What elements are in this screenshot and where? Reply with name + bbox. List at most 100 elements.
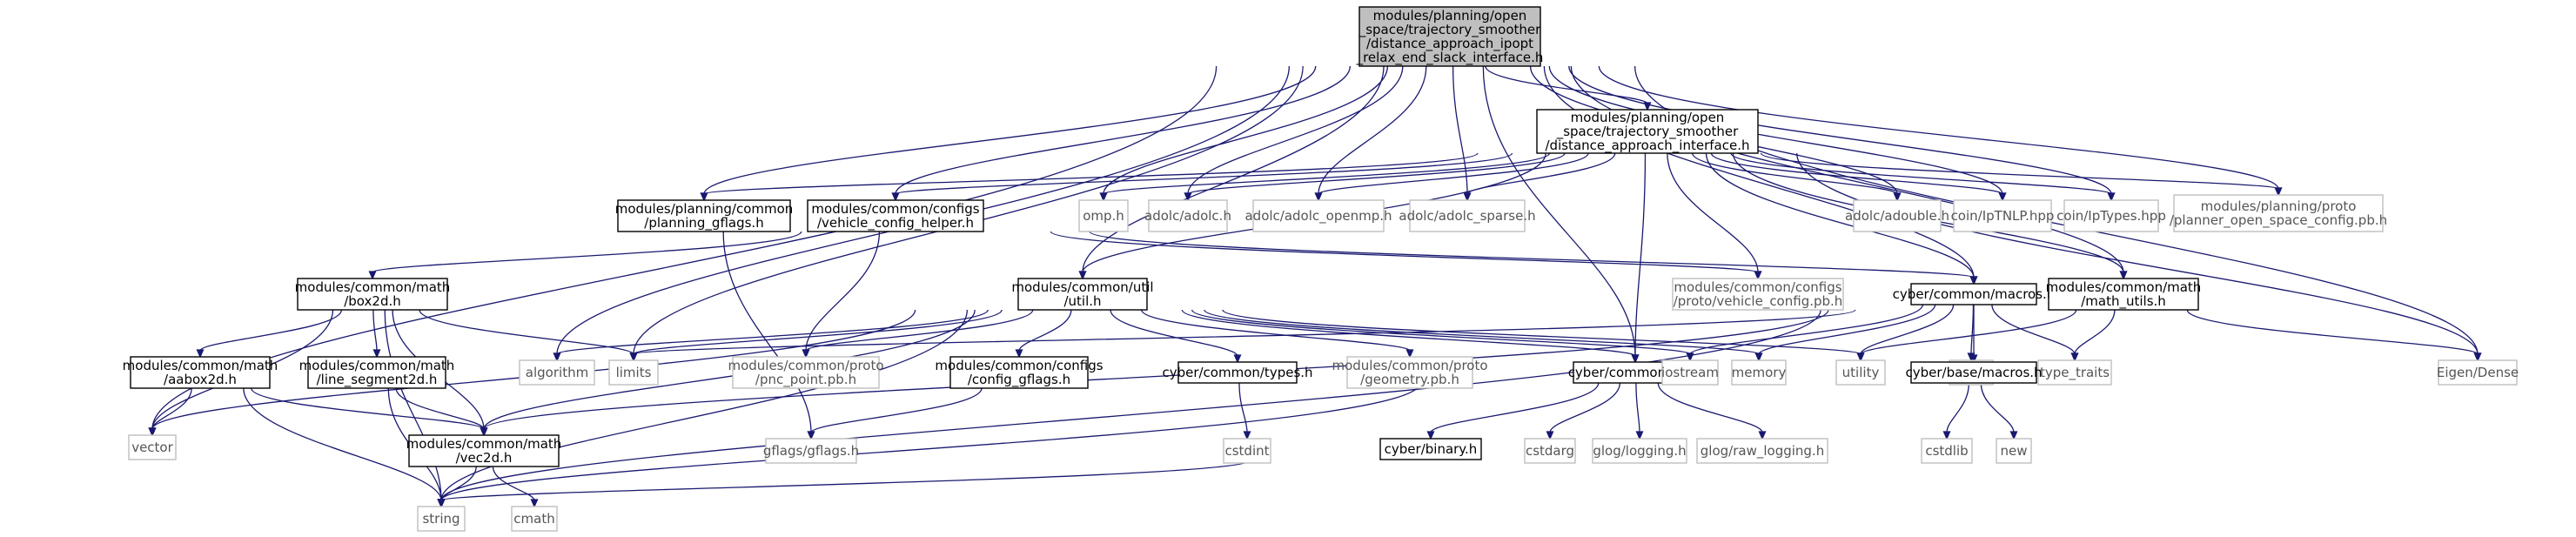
dependency-edge-util-to-log bbox=[1181, 309, 1640, 364]
edge-line bbox=[805, 309, 1034, 352]
node-label: /geometry.pb.h bbox=[1360, 372, 1459, 387]
dependency-edge-macros-to-memory bbox=[1754, 304, 1936, 362]
edge-arrowhead bbox=[1184, 192, 1192, 202]
dependency-edge-vch-to-pnc bbox=[802, 231, 881, 359]
edge-line bbox=[2074, 309, 2116, 355]
edge-line bbox=[1482, 65, 1636, 357]
node-label: _space/trajectory_smoother bbox=[1556, 124, 1739, 140]
node-util[interactable]: modules/common/util/util.h bbox=[1011, 278, 1154, 311]
dependency-edge-log-to-string bbox=[437, 382, 1421, 508]
dependency-edge-macros-to-bmacros bbox=[1969, 305, 1978, 364]
node-binary[interactable]: cyber/binary.h bbox=[1379, 438, 1482, 460]
edge-arrowhead bbox=[2473, 352, 2482, 362]
node-rawlog: glog/raw_logging.h bbox=[1696, 438, 1828, 464]
dependency-edge-dai-to-adolc bbox=[1184, 152, 1566, 202]
node-geom: modules/common/proto/geometry.pb.h bbox=[1332, 356, 1488, 389]
node-label: _space/trajectory_smoother bbox=[1358, 22, 1541, 38]
edge-line bbox=[1018, 309, 1072, 352]
node-label: modules/planning/open bbox=[1571, 110, 1725, 125]
node-pgflags[interactable]: modules/planning/common/planning_gflags.… bbox=[615, 199, 794, 232]
dependency-edge-macros-to-iostream bbox=[1686, 304, 1923, 362]
node-box bbox=[511, 506, 558, 532]
edge-arrowhead bbox=[1969, 354, 1978, 364]
dependency-edge-bmacros-to-cstdlib bbox=[1942, 382, 1970, 440]
node-aabox[interactable]: modules/common/math/aabox2d.h bbox=[123, 356, 278, 389]
edge-line bbox=[1760, 152, 2279, 190]
edge-arrowhead bbox=[2070, 352, 2079, 362]
dependency-edge-log-to-glog bbox=[1635, 382, 1644, 440]
edge-arrowhead bbox=[1893, 192, 1902, 202]
edge-arrowhead bbox=[1969, 276, 1978, 285]
edge-line bbox=[384, 309, 442, 501]
node-label: modules/common/math bbox=[295, 279, 451, 295]
edge-line bbox=[251, 387, 485, 430]
dependency-edge-root-to-adolc bbox=[1184, 65, 1404, 202]
dependency-edge-dai-to-eigen bbox=[1796, 152, 2482, 362]
node-utility: utility bbox=[1835, 359, 1886, 386]
edge-line bbox=[1187, 152, 1566, 195]
nodes-layer: modules/planning/open_space/trajectory_s… bbox=[123, 6, 2519, 532]
edge-line bbox=[1860, 309, 2077, 355]
edge-line bbox=[1796, 152, 2479, 355]
node-label: modules/common/proto bbox=[728, 358, 883, 373]
node-box bbox=[1148, 199, 1228, 232]
edge-arrowhead bbox=[1754, 352, 1763, 362]
dependency-edge-vch-to-vcpb bbox=[1050, 231, 1762, 280]
node-box bbox=[1696, 438, 1828, 464]
dependency-edge-vec2d-to-cmath bbox=[492, 466, 539, 508]
node-label: _relax_end_slack_interface.h bbox=[1356, 50, 1544, 66]
edge-arrowhead bbox=[1631, 354, 1640, 364]
dependency-edge-dai-to-vch bbox=[891, 152, 1513, 202]
node-eigen: Eigen/Dense bbox=[2437, 359, 2519, 386]
node-label: /distance_approach_interface.h bbox=[1546, 138, 1750, 154]
edge-line bbox=[703, 65, 1317, 195]
node-vector: vector bbox=[128, 434, 177, 460]
node-sparse: adolc/adolc_sparse.h bbox=[1399, 199, 1536, 232]
node-dai[interactable]: modules/planning/open_space/trajectory_s… bbox=[1536, 109, 1759, 154]
node-label: modules/planning/proto bbox=[2201, 198, 2357, 214]
node-vec2d[interactable]: modules/common/math/vec2d.h bbox=[406, 434, 562, 467]
edge-line bbox=[1222, 309, 1862, 355]
edge-line bbox=[1570, 65, 2124, 273]
node-box2d[interactable]: modules/common/math/box2d.h bbox=[295, 278, 451, 311]
edge-arrowhead bbox=[1635, 431, 1644, 440]
node-label: glog/raw_logging.h bbox=[1701, 443, 1824, 460]
node-label: modules/common/math bbox=[123, 358, 278, 373]
dependency-edge-cgflags-to-gflags bbox=[807, 387, 983, 440]
dependency-edge-mathutils-to-typetraits bbox=[2070, 309, 2116, 362]
node-macros[interactable]: cyber/common/macros.h bbox=[1893, 283, 2056, 305]
node-ctypes[interactable]: cyber/common/types.h bbox=[1162, 361, 1313, 384]
dependency-edge-dai-to-adouble bbox=[1692, 152, 1902, 202]
node-label: limits bbox=[616, 365, 652, 380]
edge-line bbox=[722, 231, 812, 433]
edge-line bbox=[1635, 382, 1640, 433]
node-lseg[interactable]: modules/common/math/line_segment2d.h bbox=[299, 356, 455, 389]
node-box bbox=[1524, 438, 1576, 464]
node-box bbox=[2438, 359, 2518, 386]
node-label: modules/common/util bbox=[1011, 279, 1153, 295]
node-label: modules/common/math bbox=[299, 358, 455, 373]
node-mathutils[interactable]: modules/common/math/math_utils.h bbox=[2046, 278, 2202, 311]
node-bmacros[interactable]: cyber/base/macros.h bbox=[1905, 361, 2043, 384]
node-box bbox=[1672, 278, 1844, 311]
node-box bbox=[2173, 194, 2384, 232]
edge-line bbox=[1946, 382, 1970, 433]
edge-line bbox=[633, 309, 1003, 355]
dependency-edge-vch-to-box2d bbox=[368, 231, 802, 280]
edge-arrowhead bbox=[1078, 271, 1087, 280]
edge-arrowhead bbox=[1015, 349, 1023, 359]
edge-line bbox=[1238, 382, 1248, 433]
node-label: cyber/base/macros.h bbox=[1905, 365, 2042, 380]
edge-line bbox=[1204, 309, 1760, 355]
node-vcpb: modules/common/configs/proto/vehicle_con… bbox=[1672, 278, 1844, 311]
node-label: new bbox=[2000, 443, 2027, 459]
edge-line bbox=[440, 466, 477, 501]
node-label: omp.h bbox=[1083, 208, 1124, 224]
node-root[interactable]: modules/planning/open_space/trajectory_s… bbox=[1356, 6, 1544, 67]
node-memory: memory bbox=[1731, 359, 1787, 386]
node-label: cyber/binary.h bbox=[1385, 441, 1478, 457]
node-vch[interactable]: modules/common/configs/vehicle_config_he… bbox=[807, 199, 984, 232]
node-cgflags[interactable]: modules/common/configs/config_gflags.h bbox=[935, 356, 1104, 389]
node-label: string bbox=[422, 511, 460, 527]
node-box bbox=[1078, 199, 1129, 232]
